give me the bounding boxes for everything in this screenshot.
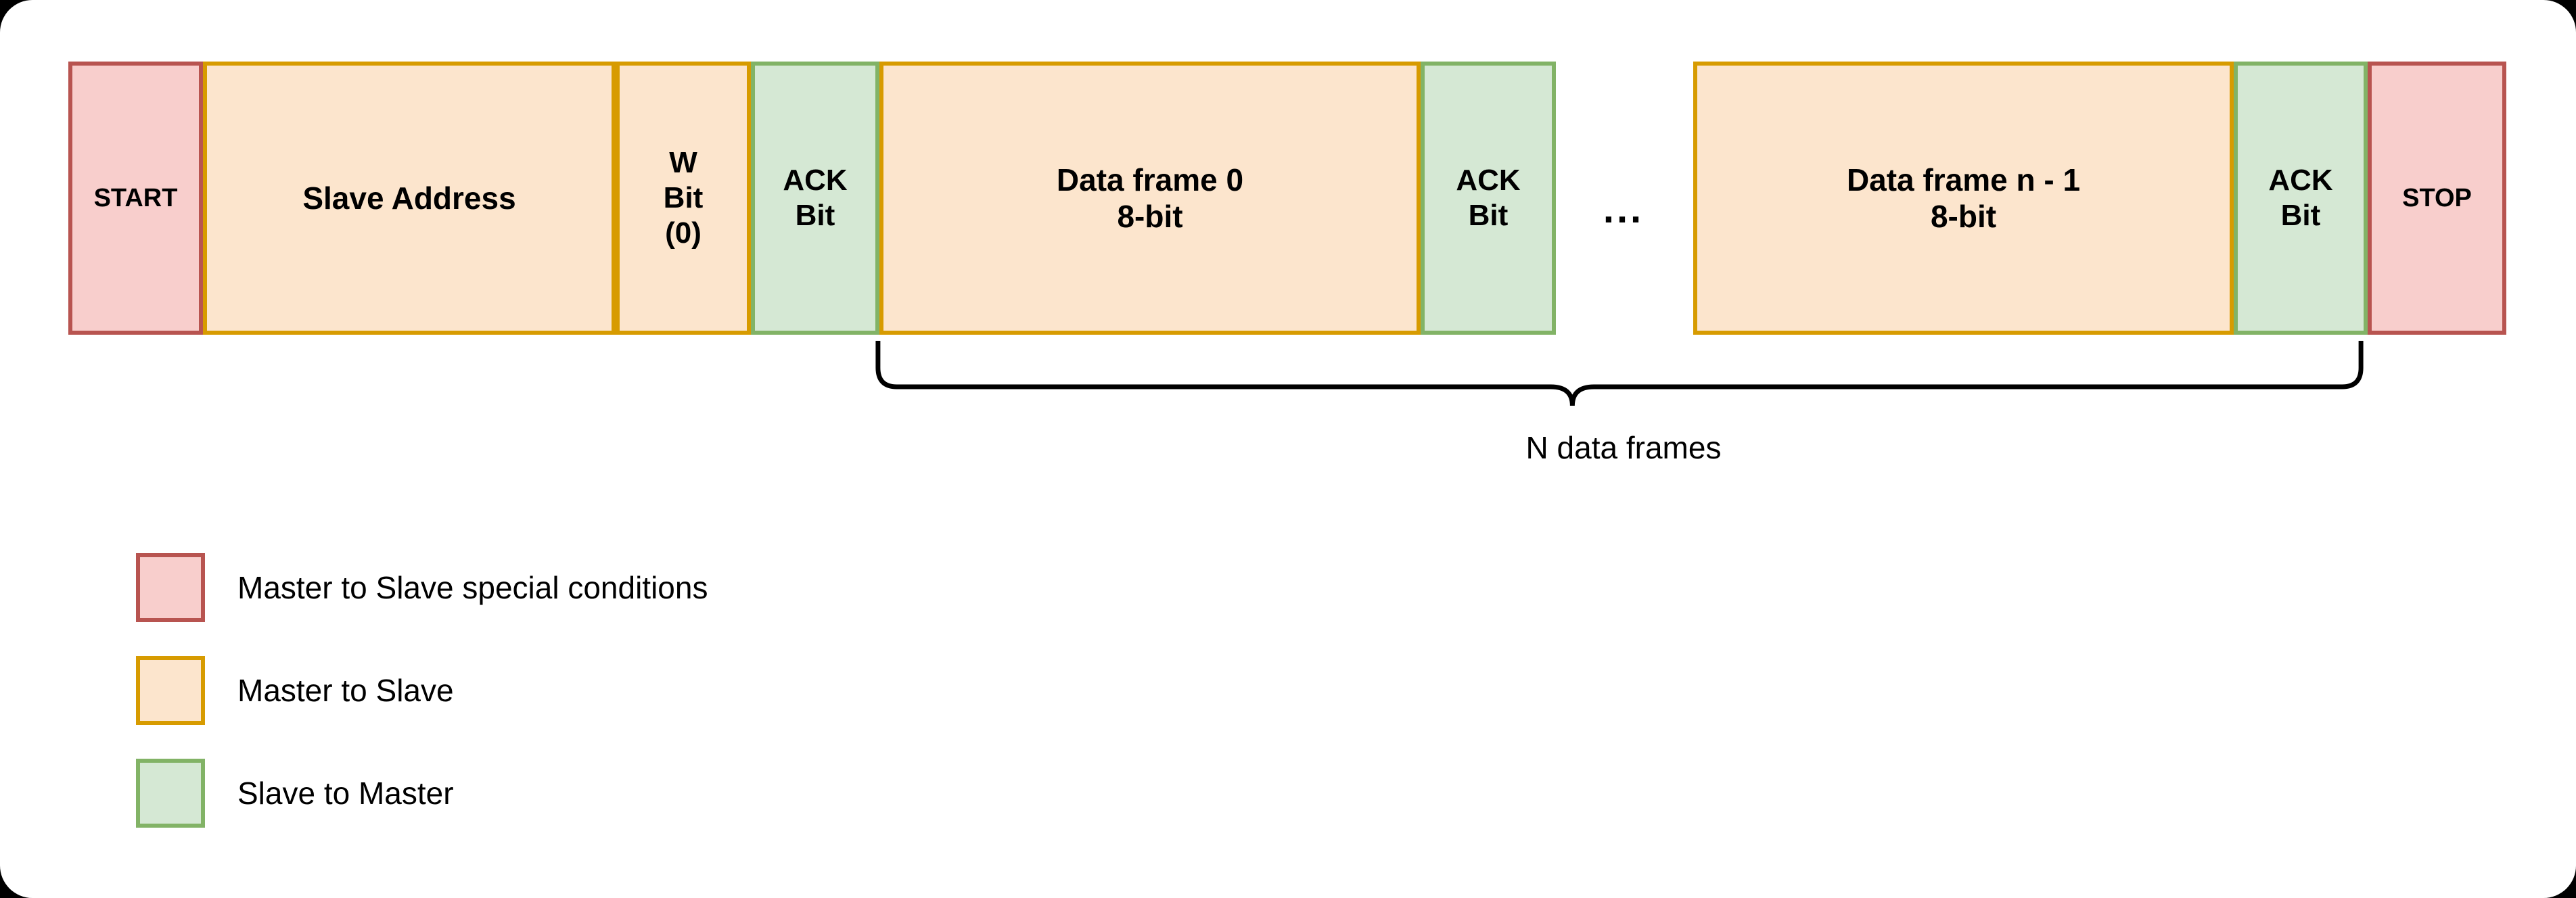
legend-label-legend-m2s: Master to Slave — [237, 673, 454, 708]
packet-label-start: START — [93, 183, 178, 212]
packet-block-stop: STOP — [2368, 62, 2506, 335]
packet-label-ack-bit-3: ACK Bit — [2268, 164, 2333, 232]
legend-label-legend-s2m: Slave to Master — [237, 776, 454, 811]
packet-label-slave-address: Slave Address — [302, 180, 516, 216]
legend-swatch-legend-s2m — [136, 759, 205, 828]
packet-label-data-frame-n: Data frame n - 1 8-bit — [1846, 162, 2081, 234]
packet-label-ack-bit-1: ACK Bit — [783, 164, 848, 232]
brace-caption-label: N data frames — [1525, 430, 1722, 465]
packet-label-w-bit: W Bit (0) — [663, 146, 704, 250]
packet-block-ack-bit-3: ACK Bit — [2234, 62, 2368, 335]
n-data-frames-brace — [866, 337, 2373, 411]
legend-row-legend-special: Master to Slave special conditions — [136, 553, 708, 622]
packet-label-stop: STOP — [2402, 183, 2472, 212]
ellipsis-separator: ... — [1603, 187, 1644, 231]
legend-label-legend-special: Master to Slave special conditions — [237, 570, 708, 605]
packet-block-data-frame-n: Data frame n - 1 8-bit — [1693, 62, 2234, 335]
packet-label-ack-bit-2: ACK Bit — [1456, 164, 1521, 232]
legend-swatch-legend-m2s — [136, 656, 205, 725]
packet-block-start: START — [68, 62, 203, 335]
legend-row-legend-m2s: Master to Slave — [136, 656, 708, 725]
legend-row-legend-s2m: Slave to Master — [136, 759, 708, 828]
packet-label-data-frame-0: Data frame 0 8-bit — [1056, 162, 1244, 234]
packet-block-ack-bit-2: ACK Bit — [1421, 62, 1556, 335]
packet-block-slave-address: Slave Address — [203, 62, 616, 335]
legend-swatch-legend-special — [136, 553, 205, 622]
packet-block-ack-bit-1: ACK Bit — [751, 62, 879, 335]
packet-block-data-frame-0: Data frame 0 8-bit — [879, 62, 1421, 335]
packet-block-w-bit: W Bit (0) — [616, 62, 751, 335]
i2c-frame-strip: START Slave Address W Bit (0) ACK Bit Data f… — [0, 0, 2576, 419]
